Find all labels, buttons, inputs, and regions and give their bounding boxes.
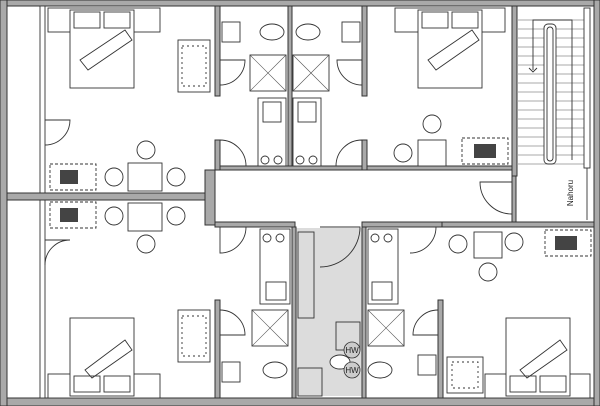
armchairs bbox=[177, 39, 484, 394]
window-strip bbox=[39, 5, 46, 399]
bed-top-left bbox=[47, 7, 161, 89]
dryer bbox=[343, 361, 361, 379]
stair-direction-label: Nahoru bbox=[566, 180, 575, 206]
desks bbox=[49, 137, 592, 257]
washer-label: HW bbox=[345, 346, 359, 355]
bed-top-right bbox=[394, 7, 506, 89]
dryer-label: HW bbox=[345, 366, 359, 375]
bed-bottom-left bbox=[47, 317, 161, 399]
staircase bbox=[518, 7, 591, 220]
interior-walls bbox=[6, 5, 595, 399]
bathroom-fixtures bbox=[221, 21, 437, 383]
dining-sets bbox=[104, 114, 524, 282]
doors bbox=[44, 59, 513, 336]
washer bbox=[343, 341, 361, 359]
bed-bottom-right bbox=[484, 317, 591, 399]
laundry-room: HW HW bbox=[297, 231, 361, 397]
